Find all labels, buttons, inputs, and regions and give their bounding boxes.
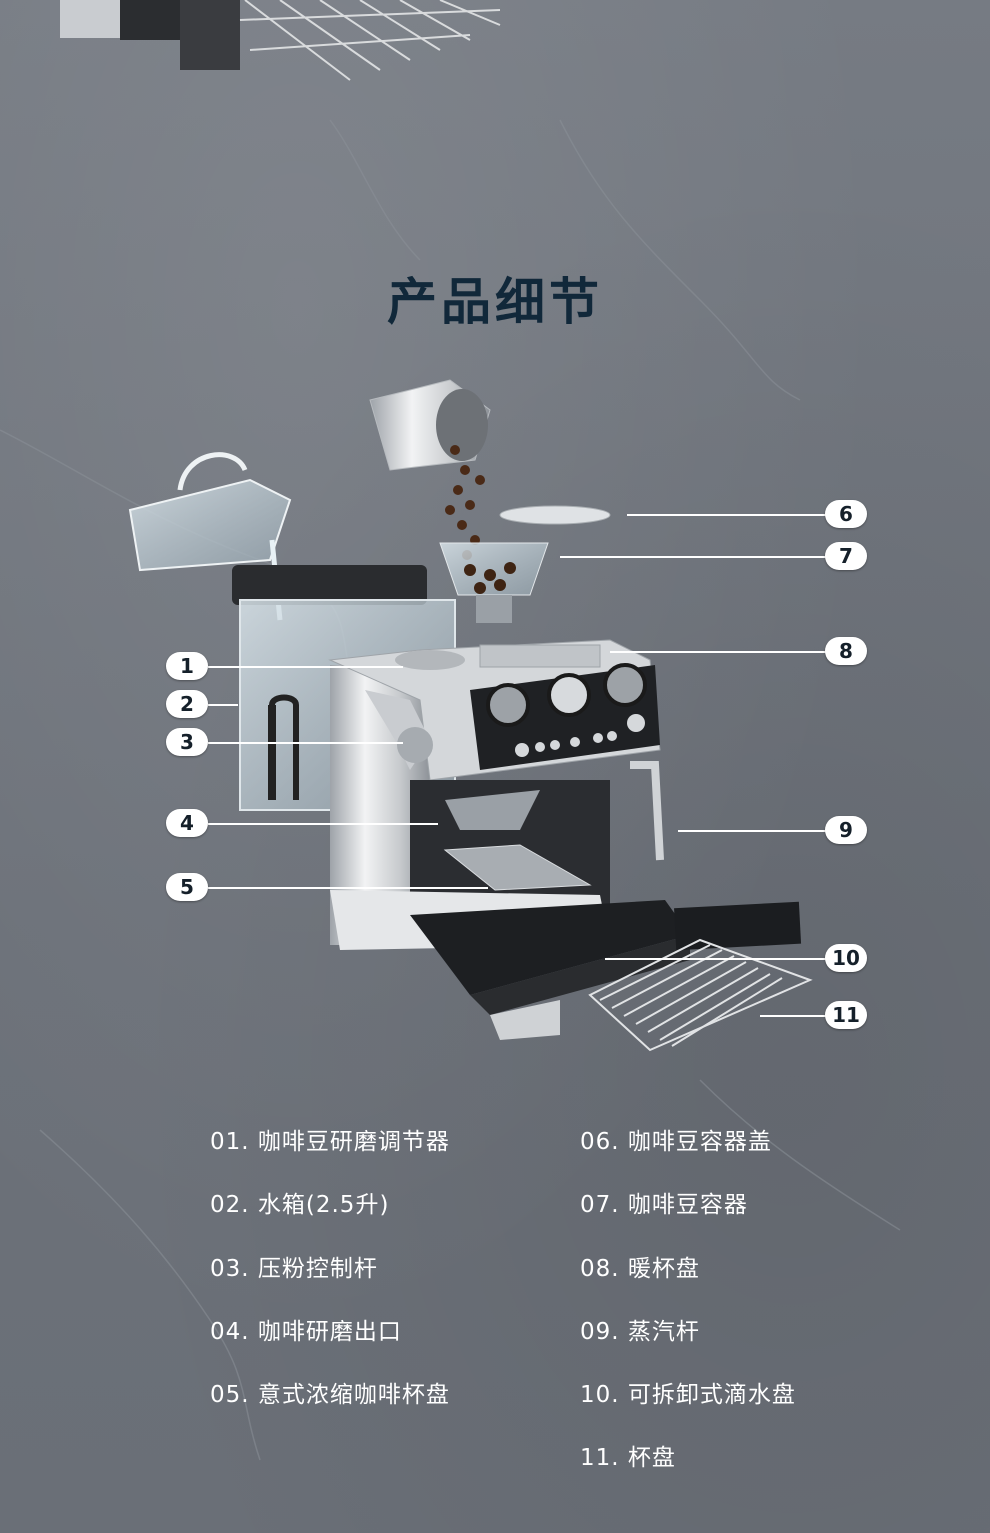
callout-badge-9: 9 [825, 816, 867, 844]
callout-badge-6: 6 [825, 500, 867, 528]
callout-line-8 [610, 651, 827, 653]
callout-line-11 [760, 1015, 827, 1017]
callout-line-9 [678, 830, 827, 832]
callout-line-3 [208, 742, 403, 744]
callout-badge-10: 10 [825, 944, 867, 972]
callout-badge-4: 4 [166, 809, 208, 837]
callout-badge-11: 11 [825, 1001, 867, 1029]
bean-hopper [439, 542, 549, 623]
legend-item-07: 07. 咖啡豆容器 [580, 1192, 748, 1218]
drip-tray [410, 900, 802, 1040]
callout-badge-1: 1 [166, 652, 208, 680]
callout-badge-7: 7 [825, 542, 867, 570]
callout-line-2 [208, 704, 238, 706]
legend-item-05: 05. 意式浓缩咖啡杯盘 [210, 1382, 450, 1408]
legend-item-02: 02. 水箱(2.5升) [210, 1192, 390, 1218]
legend-item-04: 04. 咖啡研磨出口 [210, 1319, 402, 1345]
legend-item-03: 03. 压粉控制杆 [210, 1256, 378, 1282]
callout-line-1 [208, 666, 403, 668]
hopper-lid [499, 505, 611, 525]
callout-badge-5: 5 [166, 873, 208, 901]
legend-item-10: 10. 可拆卸式滴水盘 [580, 1382, 796, 1408]
callout-line-7 [560, 556, 827, 558]
page-title: 产品细节 [387, 273, 603, 331]
legend-item-01: 01. 咖啡豆研磨调节器 [210, 1129, 450, 1155]
bean-can [369, 379, 491, 560]
callout-line-4 [208, 823, 438, 825]
legend-item-06: 06. 咖啡豆容器盖 [580, 1129, 772, 1155]
legend-item-11: 11. 杯盘 [580, 1445, 676, 1471]
callout-badge-2: 2 [166, 690, 208, 718]
callout-badge-3: 3 [166, 728, 208, 756]
legend-item-09: 09. 蒸汽杆 [580, 1319, 700, 1345]
callout-line-10 [605, 958, 827, 960]
callout-line-5 [208, 887, 488, 889]
callout-line-6 [627, 514, 827, 516]
legend-item-08: 08. 暖杯盘 [580, 1256, 700, 1282]
callout-badge-8: 8 [825, 637, 867, 665]
